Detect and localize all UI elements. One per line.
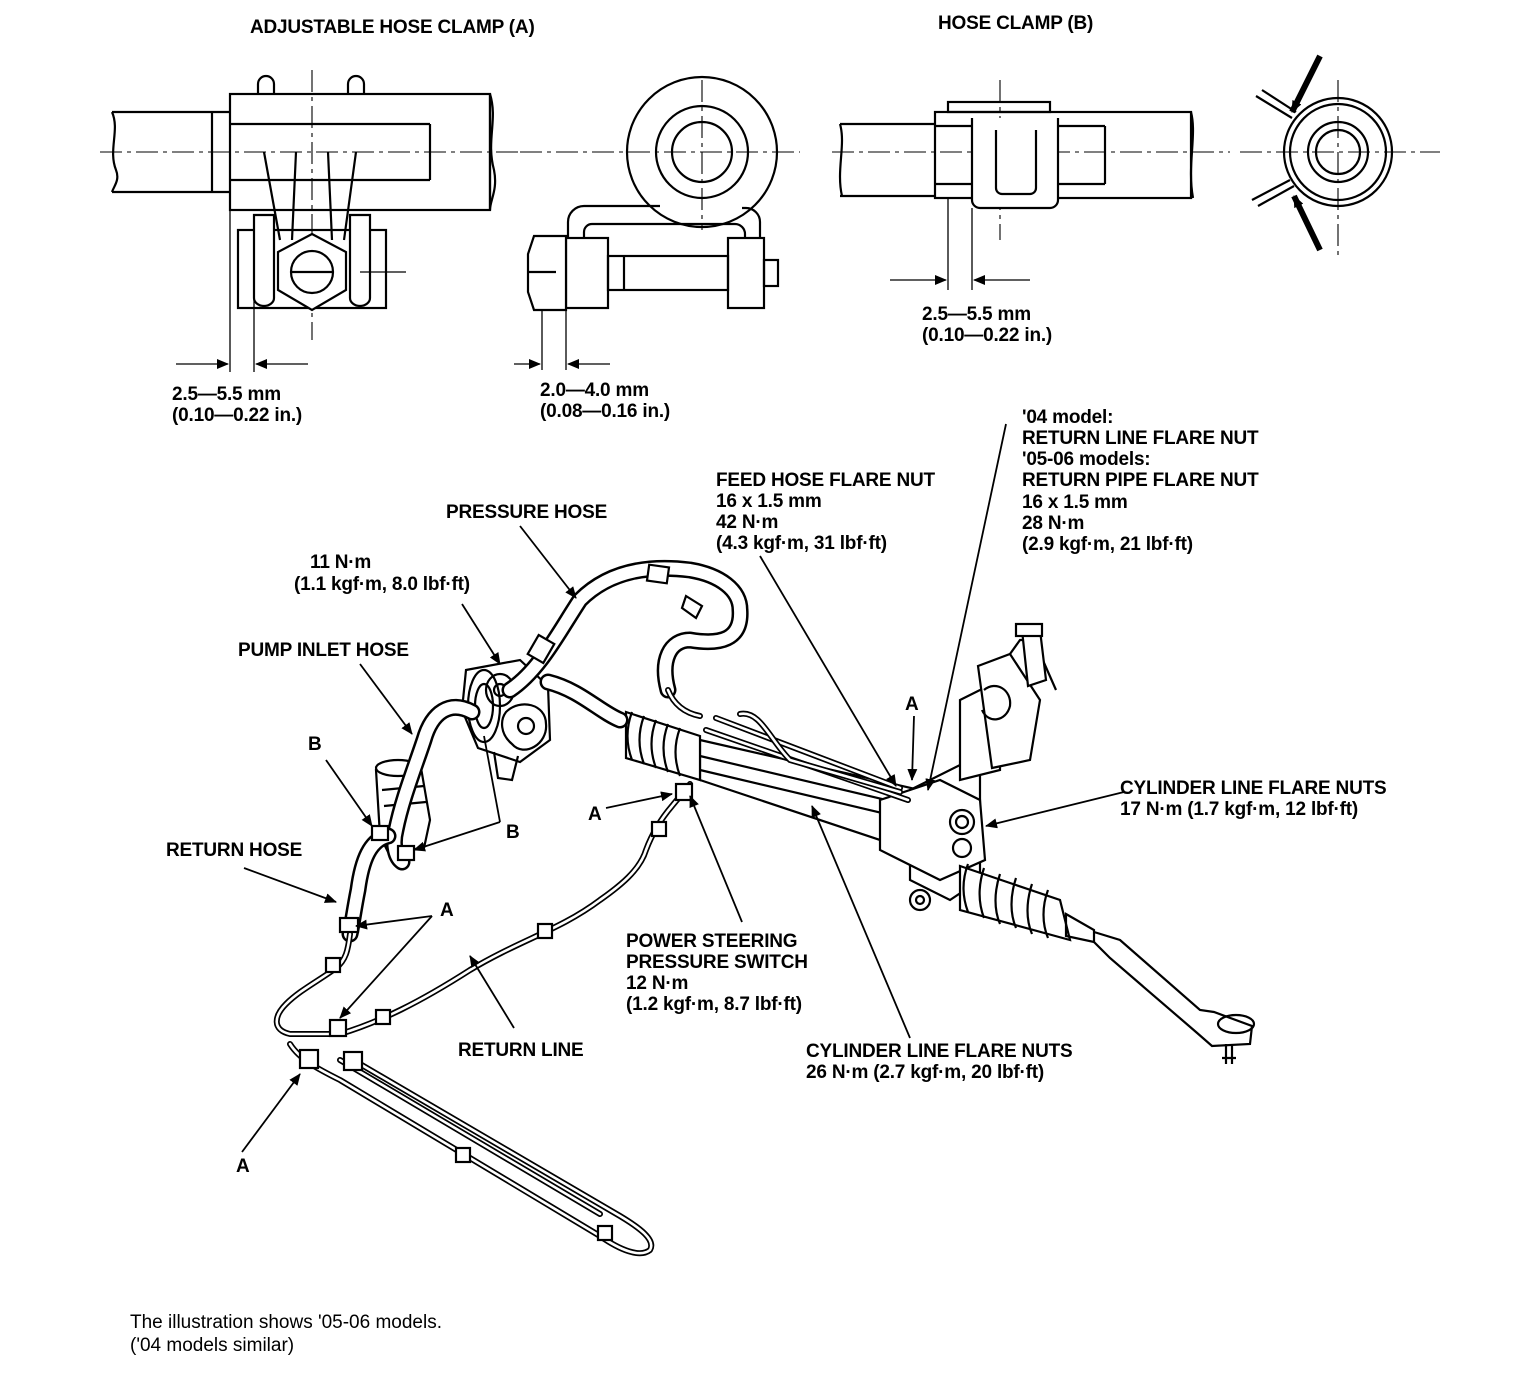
leader-lines [241, 423, 1125, 1153]
power-steering-pump [460, 658, 552, 782]
clamp-a-marker-left: A [440, 900, 454, 921]
clamp-b-title: HOSE CLAMP (B) [938, 13, 1093, 34]
feed-nut-line1: FEED HOSE FLARE NUT [716, 470, 936, 491]
clamp-b-marker-upper: B [308, 734, 322, 755]
return-nut-line4: RETURN PIPE FLARE NUT [1022, 470, 1259, 491]
hose-clamp-b-side-view [832, 80, 1230, 290]
ps-switch-line4: (1.2 kgf·m, 8.7 lbf·ft) [626, 994, 802, 1015]
feed-nut-line2: 16 x 1.5 mm [716, 491, 822, 512]
clamp-a-dim2-in: (0.08—0.16 in.) [540, 401, 670, 422]
pump-bolt-torque-alt-label: (1.1 kgf·m, 8.0 lbf·ft) [294, 574, 470, 595]
clamp-b-marker-lower: B [506, 822, 520, 843]
clamp-a-dim2-mm: 2.0—4.0 mm [540, 380, 649, 401]
clamp-a-marker-switch: A [588, 804, 602, 825]
cyl-nuts-upper-line2: 17 N·m (1.7 kgf·m, 12 lbf·ft) [1120, 799, 1358, 820]
hose-clamp-b-end-view [1240, 54, 1440, 260]
return-nut-line6: 28 N·m [1022, 513, 1084, 534]
pump-inlet-hose-label: PUMP INLET HOSE [238, 640, 409, 661]
footnote-line2: ('04 models similar) [130, 1335, 294, 1356]
ps-switch-line1: POWER STEERING [626, 931, 797, 952]
feed-nut-line4: (4.3 kgf·m, 31 lbf·ft) [716, 533, 887, 554]
return-line-label: RETURN LINE [458, 1040, 584, 1061]
return-nut-line7: (2.9 kgf·m, 21 lbf·ft) [1022, 534, 1193, 555]
adjustable-clamp-end-view [514, 75, 800, 370]
adjustable-clamp-side-view [100, 70, 520, 372]
clamp-a-dim1-mm: 2.5—5.5 mm [172, 384, 281, 405]
footnote-line1: The illustration shows '05-06 models. [130, 1312, 442, 1333]
clamp-a-dim1-in: (0.10—0.22 in.) [172, 405, 302, 426]
pump-bolt-torque-label: 11 N·m [310, 552, 371, 573]
cyl-nuts-lower-line1: CYLINDER LINE FLARE NUTS [806, 1041, 1072, 1062]
feed-nut-line3: 42 N·m [716, 512, 778, 533]
pressure-hose-label: PRESSURE HOSE [446, 502, 607, 523]
return-nut-line2: RETURN LINE FLARE NUT [1022, 428, 1259, 449]
steering-rack [624, 622, 1256, 1064]
ps-switch-line2: PRESSURE SWITCH [626, 952, 808, 973]
clamp-b-dim-mm: 2.5—5.5 mm [922, 304, 1031, 325]
clamp-b-dim-in: (0.10—0.22 in.) [922, 325, 1052, 346]
cylinder-lines [703, 710, 911, 803]
clamp-a-marker-bottom: A [236, 1156, 250, 1177]
clamp-a-marker-rack: A [905, 694, 919, 715]
cyl-nuts-lower-line2: 26 N·m (2.7 kgf·m, 20 lbf·ft) [806, 1062, 1044, 1083]
ps-switch-line3: 12 N·m [626, 973, 688, 994]
return-nut-line5: 16 x 1.5 mm [1022, 492, 1128, 513]
return-line-pipes [273, 781, 694, 1257]
return-nut-line3: '05-06 models: [1022, 449, 1150, 470]
clamp-a-title: ADJUSTABLE HOSE CLAMP (A) [250, 17, 535, 38]
return-nut-line1: '04 model: [1022, 407, 1113, 428]
cyl-nuts-upper-line1: CYLINDER LINE FLARE NUTS [1120, 778, 1386, 799]
return-hose-label: RETURN HOSE [166, 840, 302, 861]
